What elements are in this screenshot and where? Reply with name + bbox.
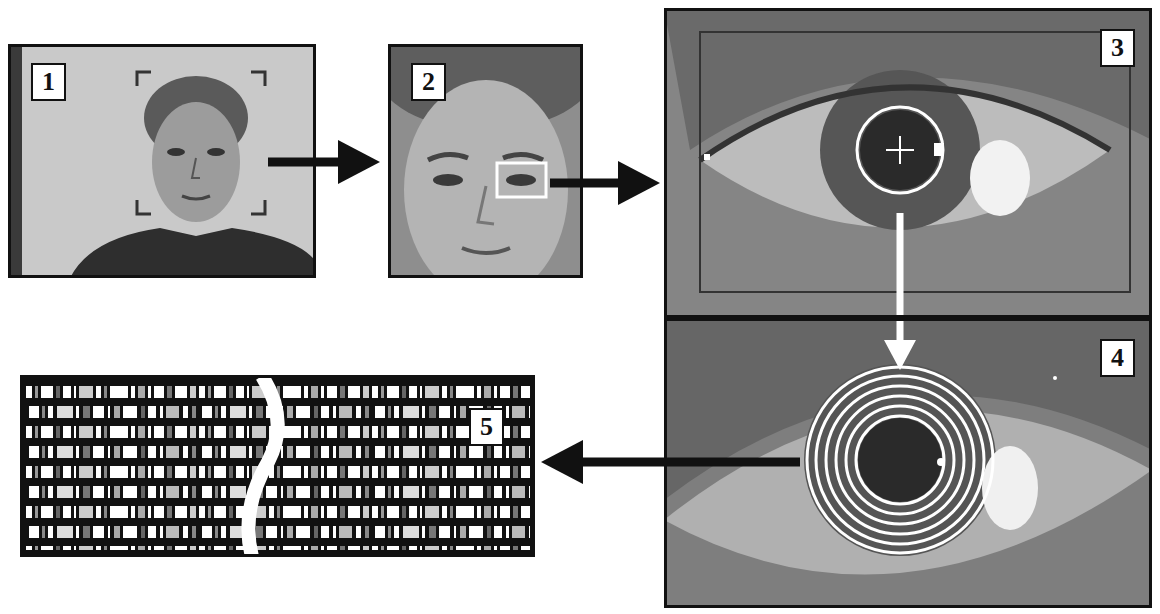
callout-number: 4 (1100, 339, 1135, 377)
callout-number: 3 (1100, 29, 1135, 67)
arrow-shaft (268, 158, 340, 167)
arrow-shaft (581, 458, 800, 467)
callout-number: 1 (31, 63, 66, 101)
flow-arrow (550, 161, 660, 205)
eye-locate-photo (664, 8, 1152, 318)
flow-arrow (884, 213, 916, 370)
flow-arrow (541, 440, 800, 484)
image-panel: 3 (664, 8, 1152, 318)
arrow-head (618, 161, 660, 205)
image-panel: 4 (664, 318, 1152, 608)
arrow-shaft (550, 179, 620, 188)
iris-code (20, 375, 535, 557)
callout-number: 5 (469, 408, 504, 446)
image-panel: 5 (20, 375, 535, 557)
flow-arrow (268, 140, 380, 184)
arrow-head (338, 140, 380, 184)
image-panel: 1 (8, 44, 316, 278)
arrow-shaft (897, 213, 904, 342)
image-panel: 2 (388, 44, 583, 278)
callout-number: 2 (411, 63, 446, 101)
arrow-head (541, 440, 583, 484)
face-photo (388, 44, 583, 278)
arrow-head (884, 340, 916, 370)
